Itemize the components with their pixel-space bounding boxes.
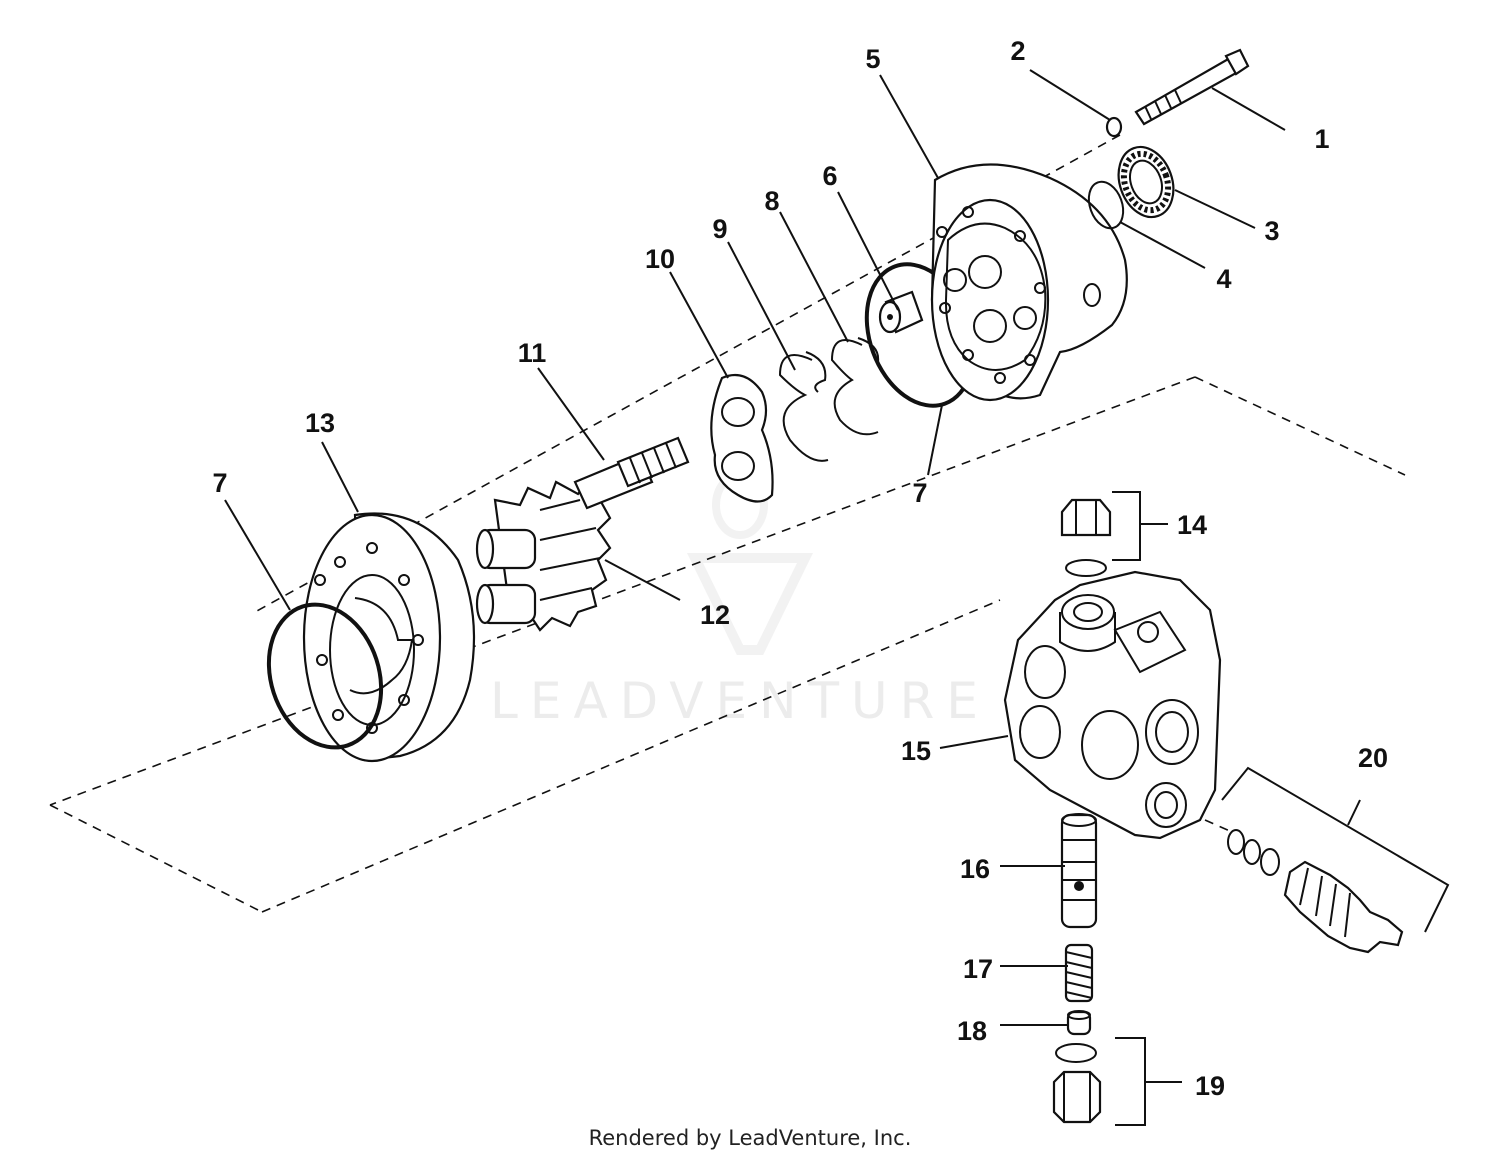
callout-6: 6 [822,161,837,191]
part-19-plug-assembly [1052,1043,1102,1124]
part-5-front-housing [930,163,1128,402]
callout-17: 17 [963,954,993,984]
part-2-washer [1105,116,1123,138]
part-20-relief-cartridge [1227,829,1404,954]
callout-4: 4 [1216,264,1231,294]
callout-10: 10 [645,244,675,274]
callout-11: 11 [518,338,547,368]
callout-1: 1 [1314,124,1329,154]
part-7-o-ring-rear [266,602,384,750]
part-16-relief-spool [1060,813,1098,929]
callout-9: 9 [712,214,727,244]
part-15-valve-body [1003,570,1222,840]
callout-2: 2 [1010,36,1025,66]
callout-5: 5 [865,44,880,74]
callout-14: 14 [1177,510,1207,540]
part-1-bolt [1134,48,1250,126]
callout-8: 8 [764,186,779,216]
part-17-spring [1064,943,1094,1003]
callout-12: 12 [700,600,730,630]
part-18-check-seat [1066,1010,1092,1036]
part-8-seal-ring [830,337,880,436]
callout-7-rear: 7 [212,468,227,498]
watermark-text: LEADVENTURE [490,672,990,730]
part-3-shaft-seal [1117,145,1175,219]
part-9-seal-ring [778,351,829,462]
callout-labels: 1 2 3 4 5 6 7 8 9 10 11 12 13 7 14 15 16… [212,36,1388,1101]
part-13-rear-body [302,512,476,763]
part-11-drive-shaft [573,436,690,510]
callout-16: 16 [960,854,990,884]
part-10-wear-plate [710,374,774,503]
callout-7-front: 7 [912,478,927,508]
callout-19: 19 [1195,1071,1225,1101]
callout-15: 15 [901,736,931,766]
callout-20: 20 [1358,743,1388,773]
footer-credit: Rendered by LeadVenture, Inc. [589,1126,912,1150]
callout-3: 3 [1264,216,1279,246]
leader-lines [224,69,1450,1126]
callout-18: 18 [957,1016,987,1046]
watermark: LEADVENTURE [490,471,990,730]
part-12-driven-gear [475,480,612,632]
callout-13: 13 [305,408,335,438]
part-14-plug-assembly [1060,498,1112,577]
part-6-bushing [878,290,924,334]
part-4-snap-ring [1087,180,1125,230]
